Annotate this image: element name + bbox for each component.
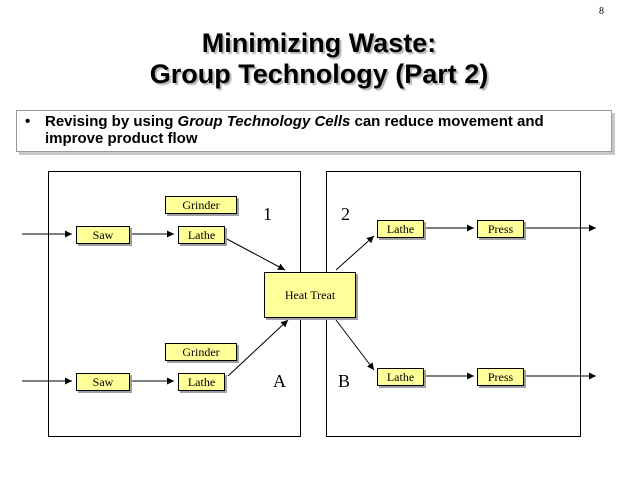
bullet-text: Revising by using Group Technology Cells…: [45, 113, 605, 147]
cell-label-b: B: [338, 371, 351, 391]
grinder-top-box: Grinder: [165, 196, 237, 214]
arrow-heattreat-lathe-top: [335, 235, 375, 271]
arrow-lathe-heattreat-top: [224, 237, 286, 271]
lathe-bottom-left-box: Lathe: [178, 373, 225, 391]
lathe-top-right-box: Lathe: [377, 220, 424, 238]
cell-label-1: 1: [263, 204, 272, 224]
bullet-text-before: Revising by using: [45, 113, 178, 130]
saw-top-box: Saw: [76, 226, 130, 244]
title-line-1: Minimizing Waste:: [201, 28, 437, 58]
lathe-bottom-right-box: Lathe: [377, 368, 424, 386]
title-line-2: Group Technology (Part 2): [149, 59, 489, 89]
bullet-marker: •: [25, 113, 31, 130]
grinder-bottom-box: Grinder: [165, 343, 237, 361]
cell-label-2: 2: [341, 204, 350, 224]
saw-bottom-box: Saw: [76, 373, 130, 391]
press-top-box: Press: [477, 220, 524, 238]
heat-treat-box: Heat Treat: [264, 272, 356, 318]
arrow-lathe-heattreat-bottom: [227, 319, 289, 377]
bullet-text-emphasis: Group Technology Cells: [177, 113, 351, 130]
press-bottom-box: Press: [477, 368, 524, 386]
bullet-text-after: can reduce movement and improve product …: [45, 113, 544, 147]
slide-title: Minimizing Waste: Group Technology (Part…: [0, 28, 638, 90]
bullet-box: • Revising by using Group Technology Cel…: [16, 110, 612, 152]
cell-label-a: A: [273, 371, 286, 391]
lathe-top-left-box: Lathe: [178, 226, 225, 244]
arrow-heattreat-lathe-bottom: [335, 319, 375, 371]
page-number: 8: [599, 6, 604, 17]
